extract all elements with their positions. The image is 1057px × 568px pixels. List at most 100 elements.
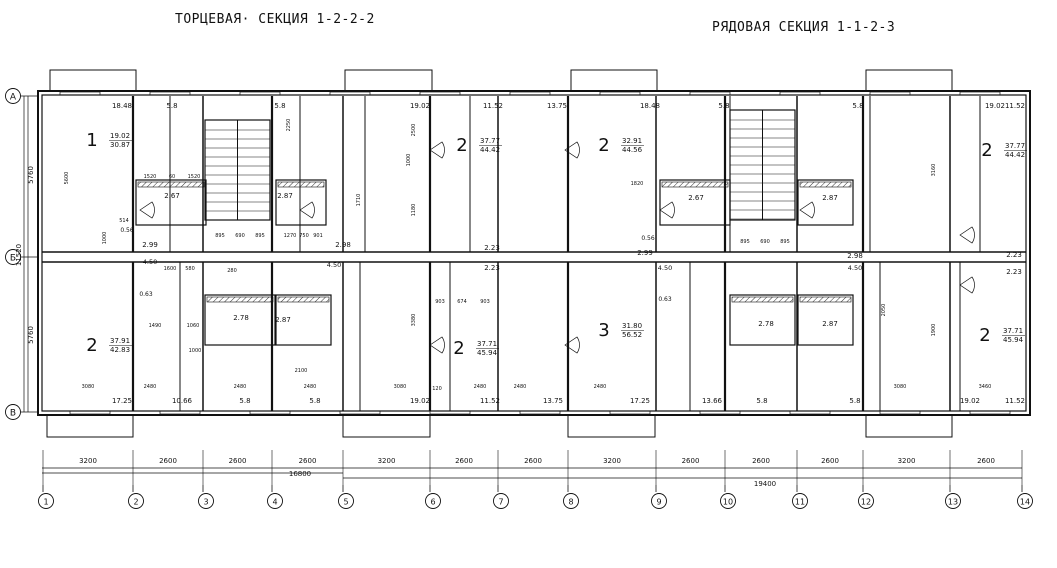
interior-dimension: 3080 bbox=[82, 384, 95, 390]
span-dimension: 2600 bbox=[977, 457, 995, 465]
column-axis-bubble bbox=[128, 493, 144, 509]
apartment-total-area: 44.42 bbox=[480, 146, 500, 154]
interior-dimension: 690 bbox=[760, 239, 770, 245]
column-axis-bubble bbox=[945, 493, 961, 509]
span-dimension: 2600 bbox=[455, 457, 473, 465]
room-area: 5.8 bbox=[718, 102, 729, 110]
door bbox=[959, 276, 975, 294]
interior-dimension: 2480 bbox=[234, 384, 247, 390]
column-axis-label: 13 bbox=[948, 498, 958, 507]
corridor-area: 2.99 bbox=[142, 241, 158, 249]
apartment-room-count: 2 bbox=[453, 338, 464, 359]
corridor-area: 2.23 bbox=[1006, 268, 1022, 276]
apartment-room-count: 2 bbox=[598, 135, 609, 156]
column-axis-label: 9 bbox=[656, 498, 661, 507]
bathroom bbox=[797, 179, 854, 226]
window bbox=[239, 91, 281, 96]
balcony-bottom bbox=[865, 414, 953, 438]
bathroom-hatch bbox=[277, 181, 325, 188]
apartment-room-count: 2 bbox=[456, 135, 467, 156]
bath-area: 2.87 bbox=[822, 320, 838, 328]
interior-dimension: 1520 bbox=[144, 174, 157, 180]
bath-area: 2.87 bbox=[277, 192, 293, 200]
room-area: 17.25 bbox=[112, 397, 132, 405]
window bbox=[419, 91, 461, 96]
interior-dimension: 280 bbox=[227, 268, 237, 274]
span-dimension: 3200 bbox=[603, 457, 621, 465]
apartment-living-area: 32.91 bbox=[622, 137, 642, 145]
row-axis-label: В bbox=[10, 409, 16, 419]
interior-dimension: 2480 bbox=[514, 384, 527, 390]
apartment-living-area: 37.71 bbox=[1003, 327, 1023, 335]
vertical-dim-label: 5760 bbox=[27, 166, 35, 184]
bathroom bbox=[275, 294, 332, 346]
interior-dimension: 3080 bbox=[894, 384, 907, 390]
window bbox=[869, 91, 911, 96]
row-axis-label: А bbox=[10, 93, 17, 103]
section-title-row: РЯДОВАЯ СЕКЦИЯ 1-1-2-3 bbox=[712, 20, 896, 35]
column-axis-label: 2 bbox=[133, 498, 138, 507]
interior-dimension: 901 bbox=[313, 233, 323, 239]
span-dimension: 2600 bbox=[524, 457, 542, 465]
door bbox=[799, 201, 815, 219]
bath-area: 2.78 bbox=[233, 314, 249, 322]
apartment-total-area: 30.87 bbox=[110, 141, 130, 149]
door bbox=[429, 336, 445, 354]
interior-dimension: 690 bbox=[235, 233, 245, 239]
window bbox=[789, 410, 831, 415]
span-dimension: 2600 bbox=[821, 457, 839, 465]
interior-dimension: 895 bbox=[780, 239, 790, 245]
vertical-dim-label: 5760 bbox=[27, 326, 35, 344]
interior-dimension: 1820 bbox=[631, 181, 644, 187]
room-area: 5.8 bbox=[756, 397, 767, 405]
interior-dimension: 1060 bbox=[187, 323, 200, 329]
interior-dimension: 1000 bbox=[189, 348, 202, 354]
bath-area: 2.78 bbox=[758, 320, 774, 328]
column-axis-bubble bbox=[792, 493, 808, 509]
corridor-width: 4.50 bbox=[327, 261, 341, 269]
room-area: 5.8 bbox=[849, 397, 860, 405]
interior-dimension: 3160 bbox=[931, 164, 937, 177]
door bbox=[139, 201, 155, 219]
room-area: 5.8 bbox=[239, 397, 250, 405]
column-axis-bubble bbox=[38, 493, 54, 509]
room-area: 17.25 bbox=[630, 397, 650, 405]
bathroom-hatch bbox=[661, 181, 729, 188]
small-area: 0.63 bbox=[658, 296, 672, 303]
column-axis-bubble bbox=[563, 493, 579, 509]
room-area: 11.52 bbox=[1005, 397, 1025, 405]
apartment-total-area: 44.42 bbox=[1005, 151, 1025, 159]
interior-dimension: 2050 bbox=[881, 304, 887, 317]
small-area: 0.56 bbox=[641, 235, 655, 242]
interior-dimension: 1490 bbox=[149, 323, 162, 329]
window bbox=[969, 410, 1011, 415]
room-area: 13.75 bbox=[547, 102, 567, 110]
interior-dimension: 1000 bbox=[102, 232, 108, 245]
apartment-total-area: 45.94 bbox=[477, 349, 498, 357]
window bbox=[699, 410, 741, 415]
row-axis-label: Б bbox=[10, 254, 16, 264]
interior-dimension: 580 bbox=[185, 266, 195, 272]
bathroom-hatch bbox=[137, 181, 205, 188]
column-axis-label: 12 bbox=[861, 498, 871, 507]
column-axis-bubble bbox=[425, 493, 441, 509]
interior-dimension: 1710 bbox=[356, 194, 362, 207]
interior-dimension: 2100 bbox=[295, 368, 308, 374]
balcony-top bbox=[865, 69, 953, 92]
window bbox=[599, 91, 641, 96]
corridor-area: 2.99 bbox=[637, 249, 653, 257]
apartment-living-area: 37.77 bbox=[480, 137, 500, 145]
interior-dimension: 2500 bbox=[411, 124, 417, 137]
bathroom bbox=[275, 179, 327, 226]
bath-area: 2.87 bbox=[822, 194, 838, 202]
balcony-top bbox=[49, 69, 137, 92]
room-area: 18.48 bbox=[640, 102, 660, 110]
outer-wall bbox=[37, 90, 1031, 416]
balcony-bottom bbox=[46, 414, 134, 438]
room-area: 18.48 bbox=[112, 102, 132, 110]
interior-dimension: 3380 bbox=[411, 314, 417, 327]
bathroom bbox=[729, 294, 796, 346]
corridor-area: 2.98 bbox=[335, 241, 351, 249]
apartment-room-count: 3 bbox=[598, 320, 609, 341]
span-dimension: 2600 bbox=[159, 457, 177, 465]
